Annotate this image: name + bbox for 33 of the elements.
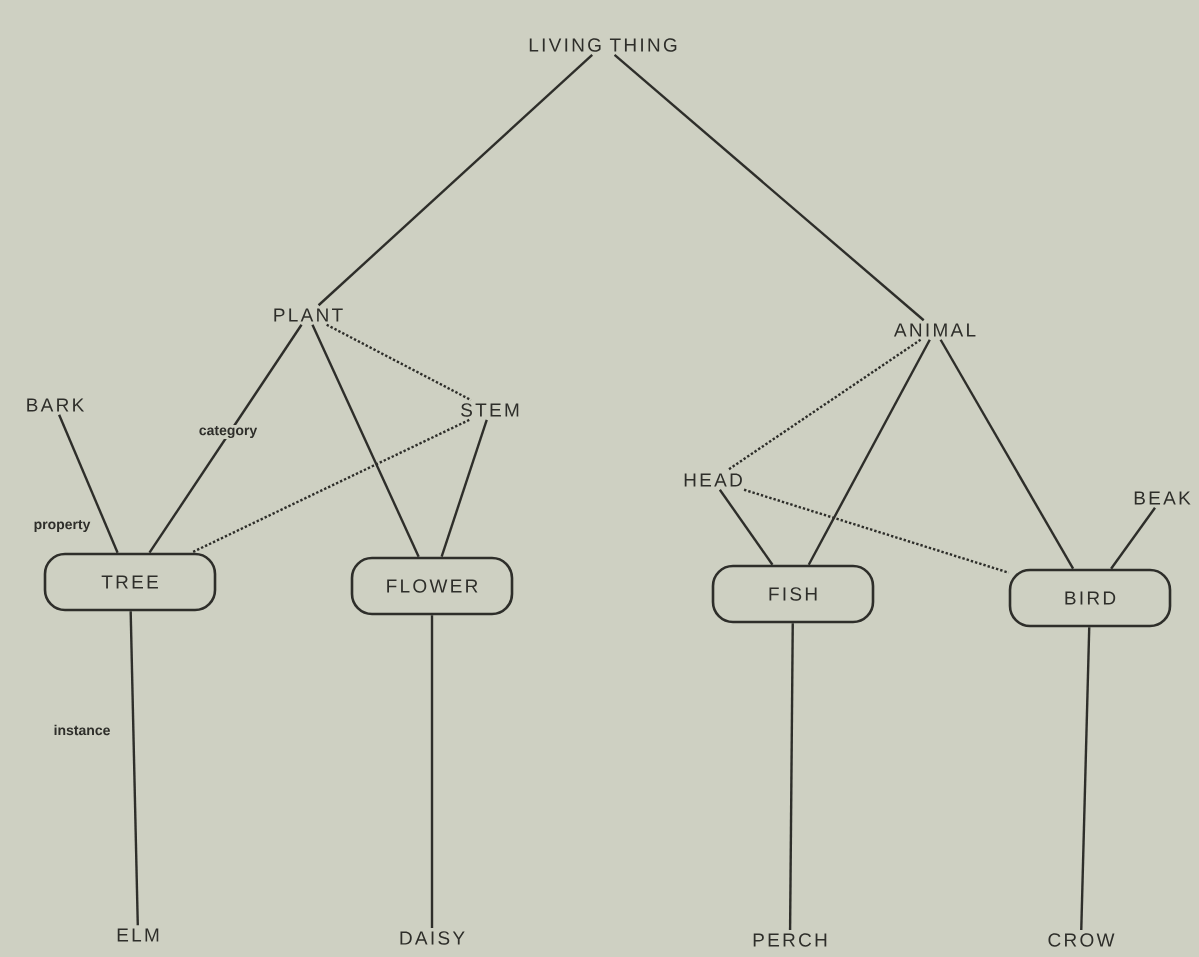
- connector: [190, 418, 470, 554]
- connector: [317, 54, 593, 307]
- connector: [440, 419, 488, 558]
- connector: [939, 339, 1075, 570]
- concept-label: HEAD: [684, 473, 742, 487]
- concept-label: ANIMAL: [893, 323, 976, 337]
- connector: [311, 324, 420, 558]
- concept-label: ELM: [117, 928, 159, 942]
- concept-label: BEAK: [1134, 491, 1191, 505]
- rounded-box: FISH: [711, 564, 875, 624]
- connector: [430, 615, 434, 929]
- connector: [718, 489, 774, 566]
- connector: [726, 338, 922, 472]
- connector: [148, 324, 303, 554]
- connector: [1110, 507, 1156, 570]
- concept-label: BARK: [27, 398, 85, 412]
- connector: [788, 623, 794, 931]
- concept-label: PERCH: [753, 933, 827, 947]
- rounded-box: FLOWER: [350, 556, 514, 616]
- concept-label: CROW: [1048, 933, 1115, 947]
- connector: [743, 488, 1010, 574]
- connector: [58, 414, 119, 554]
- connector: [129, 611, 139, 926]
- concept-label: DAISY: [400, 931, 465, 945]
- connector: [807, 339, 931, 566]
- connector: [1080, 627, 1091, 931]
- connector: [613, 54, 925, 322]
- rounded-box: TREE: [43, 552, 217, 612]
- concept-label: LIVING THING: [529, 38, 677, 52]
- concept-label: PLANT: [274, 308, 343, 322]
- concept-label: STEM: [461, 403, 519, 417]
- connector: [326, 323, 472, 402]
- rounded-box: BIRD: [1008, 568, 1172, 628]
